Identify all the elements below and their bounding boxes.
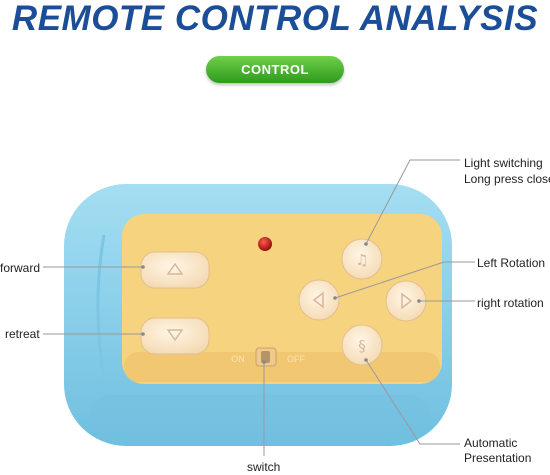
label-automatic: Automatic [464,436,518,450]
switch-on-text: ON [231,354,245,364]
retreat-button[interactable] [140,317,210,355]
callout-dot-right [417,299,421,303]
label-switch: switch [247,460,281,474]
control-badge: CONTROL [206,56,344,83]
music-note-icon: ♫ [355,251,368,269]
callout-dot-retreat [141,332,145,336]
swirl-icon: § [358,337,366,355]
up-triangle-icon [166,262,184,275]
down-triangle-icon [166,329,184,342]
light-button[interactable] [341,238,383,280]
callout-dot-auto [364,358,368,362]
shell-bottom-shade [90,395,430,435]
page-title: REMOTE CONTROL ANALYSIS [11,0,539,38]
label-presentation: Presentation [464,451,532,465]
right-triangle-icon [401,292,413,310]
auto-presentation-button[interactable] [341,324,383,366]
callout-dot-switch [262,360,266,364]
left-triangle-icon [312,291,324,309]
callout-dot-light [364,242,368,246]
label-right-rotation: right rotation [477,296,544,310]
label-light-switching: Light switching [464,156,543,170]
shell-grip-line [96,234,106,381]
switch-off-text: OFF [287,354,305,364]
left-rotation-button[interactable] [298,279,340,321]
led-indicator [258,237,272,251]
forward-button[interactable] [140,251,210,289]
callout-auto [365,359,460,445]
callout-dot-forward [141,265,145,269]
callout-left-rotation [334,261,475,299]
label-retreat: retreat [5,327,40,341]
face-lower-shade [124,352,440,382]
label-left-rotation: Left Rotation [477,256,546,270]
power-switch-knob [261,351,270,363]
label-long-press-close: Long press close [464,172,550,186]
callout-light [365,159,460,245]
label-forward: forward [0,261,41,275]
callout-dot-left [333,296,337,300]
